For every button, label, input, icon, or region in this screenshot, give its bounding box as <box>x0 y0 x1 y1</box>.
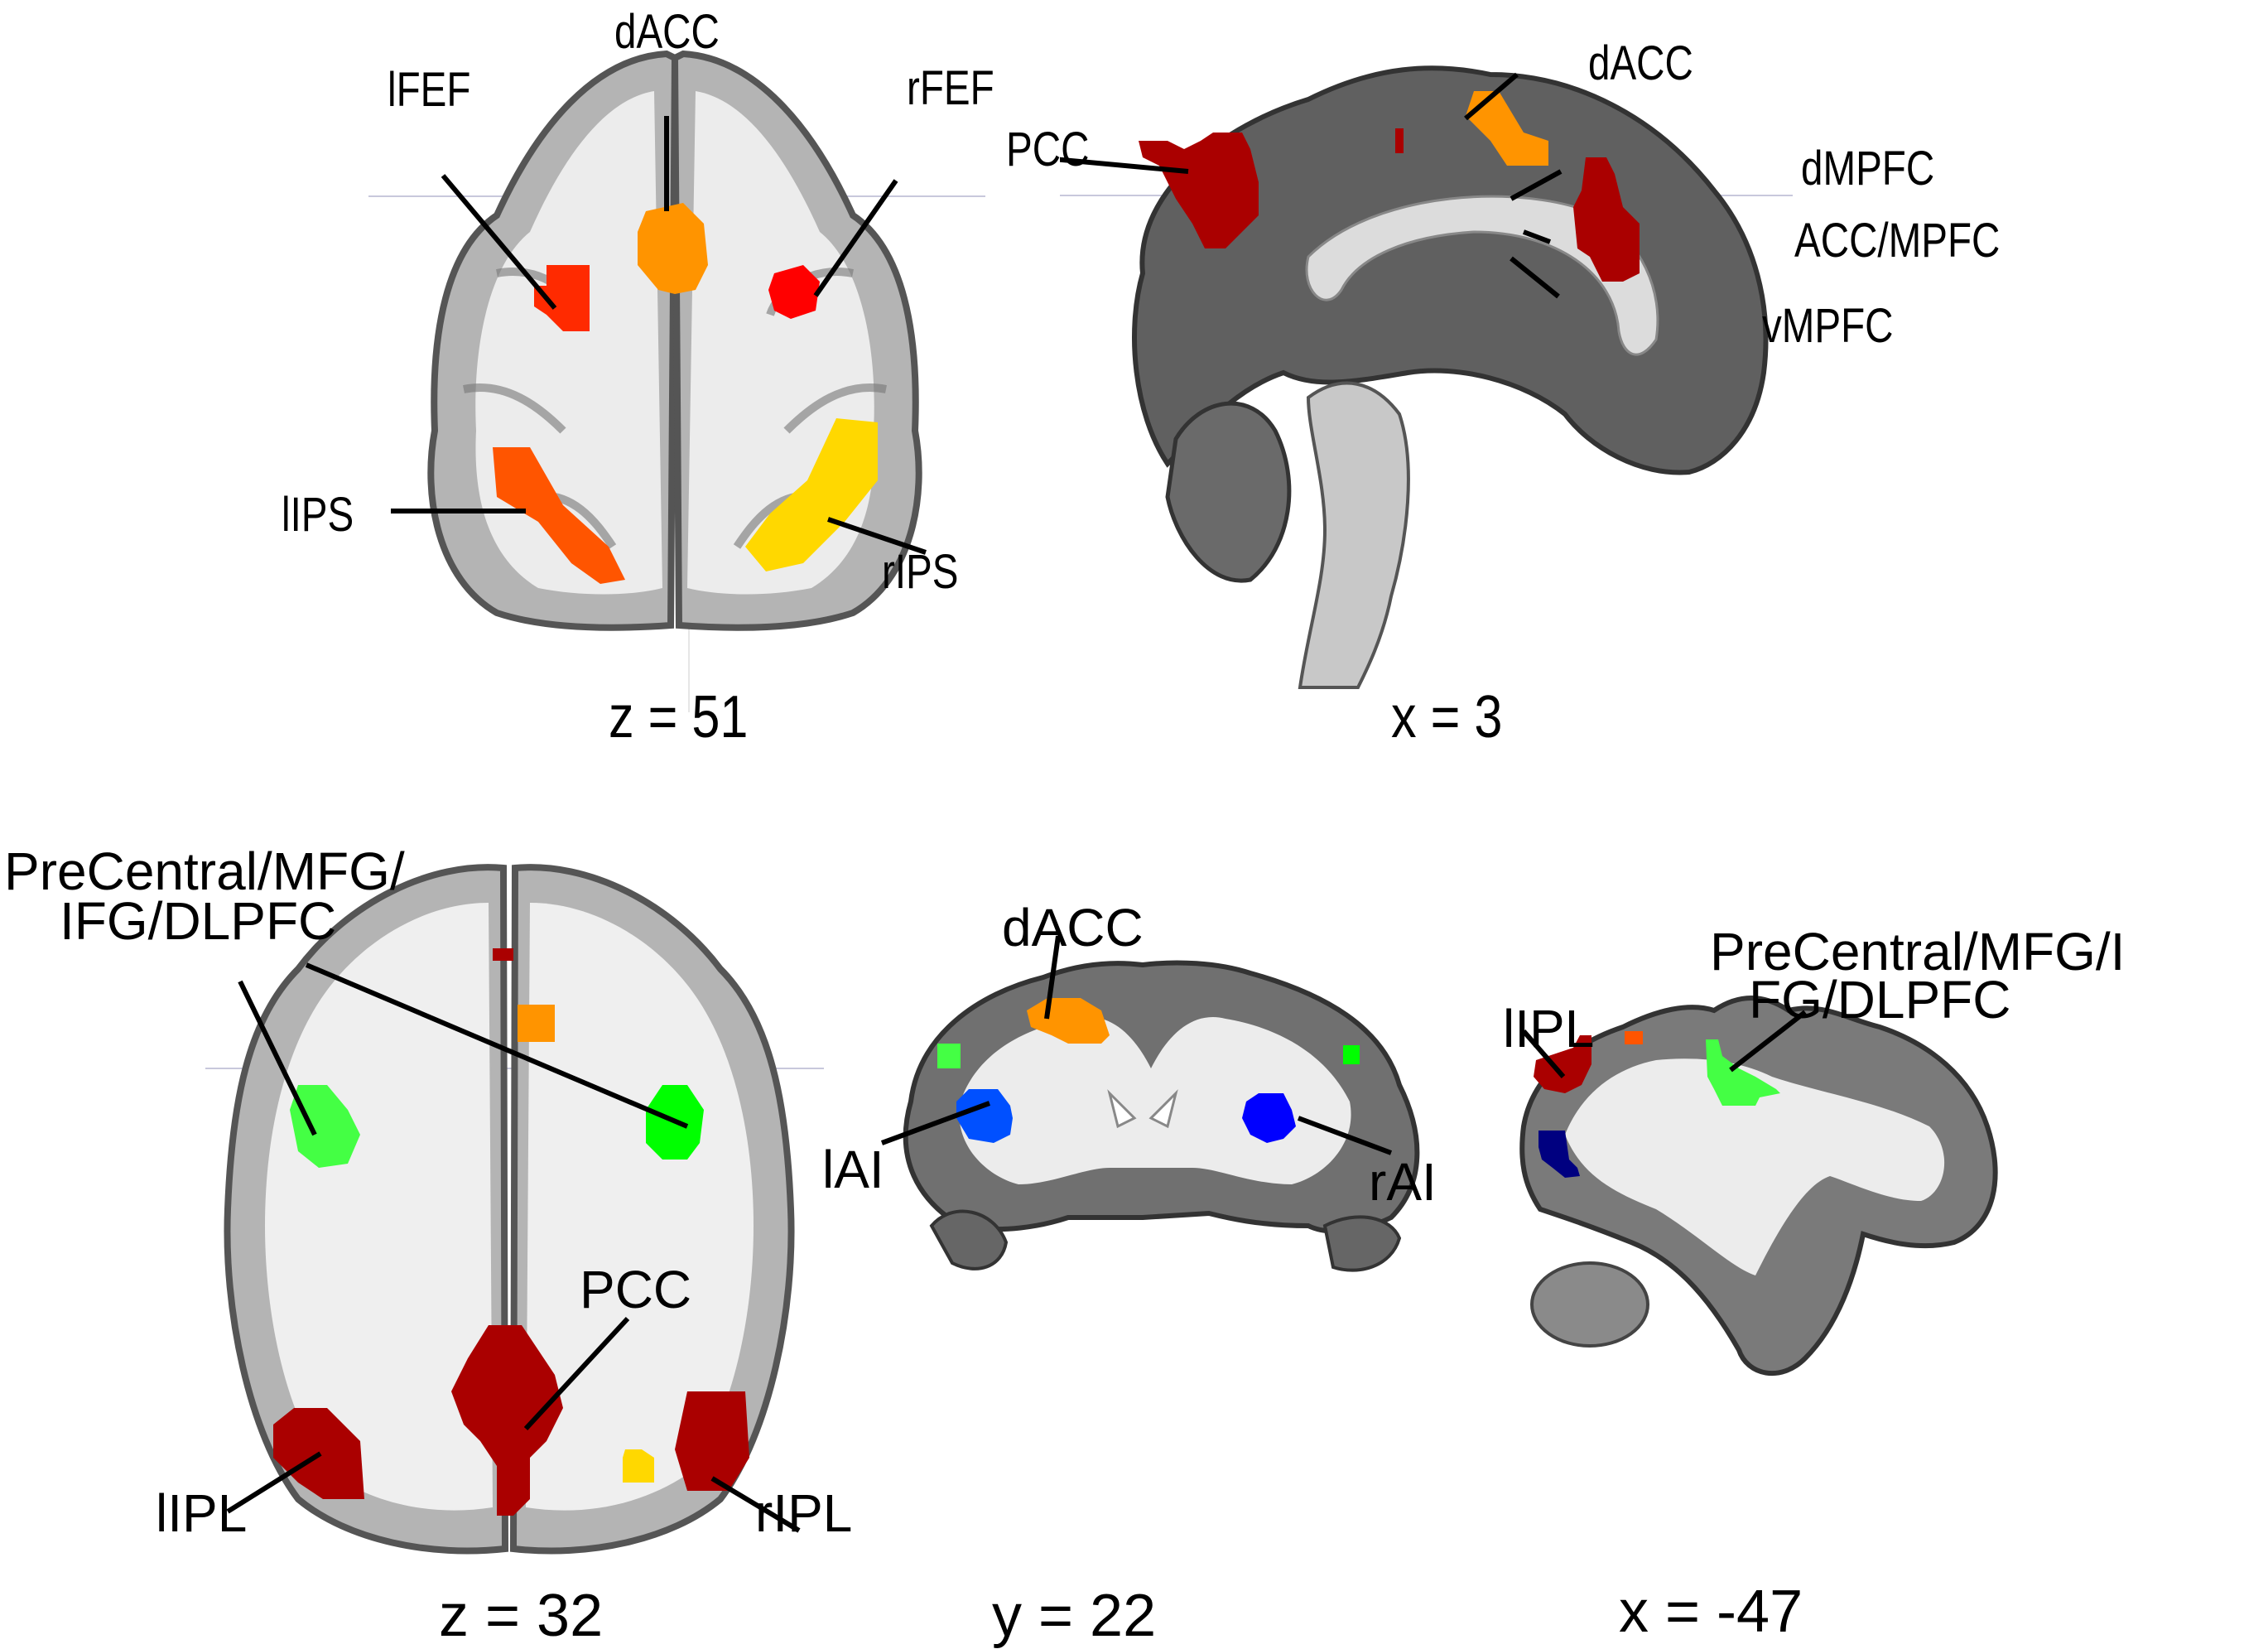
brain-axial-z32-image <box>205 864 824 1555</box>
label-vMPFC: vMPFC <box>1762 299 1894 353</box>
panel-sagittal-x3: dACC PCC dMPFC ACC/MPFC vMPFC x = 3 <box>1006 0 2268 762</box>
label-rIPL: rIPL <box>755 1483 853 1543</box>
brain-sagittal-x-47-image <box>1519 996 1998 1376</box>
brain-sagittal-x3-image <box>1060 65 1793 689</box>
region-yellow <box>623 1449 654 1483</box>
region-dMPFC-ACC-vMPFC <box>1573 157 1640 282</box>
label-lAI: lAI <box>822 1140 884 1199</box>
brain-axial-z51-image <box>368 50 985 712</box>
panel-sagittal-x-47: lIPL PreCentral/MFG/I FG/DLPFC x = -47 <box>1490 911 2268 1647</box>
label-PCC: PCC <box>1006 123 1090 176</box>
region-rIPS <box>745 418 878 571</box>
region-dACC <box>638 203 708 294</box>
coordinate-label: x = -47 <box>1619 1579 1803 1645</box>
region-rFEF <box>768 265 820 319</box>
label-PreCentral-MFG-line1: PreCentral/MFG/ <box>4 841 405 901</box>
brain-coronal-y22-image <box>880 935 1420 1272</box>
region-rAI <box>1242 1093 1296 1143</box>
region-lAI <box>956 1089 1013 1143</box>
label-dACC: dACC <box>1002 898 1144 957</box>
region-dACC <box>518 1005 555 1042</box>
label-lFEF: lFEF <box>388 63 471 117</box>
region-lDLPFC <box>290 1085 360 1168</box>
coordinate-label: x = 3 <box>1391 684 1503 750</box>
label-rIPS: rIPS <box>882 545 959 599</box>
label-dMPFC: dMPFC <box>1801 142 1935 195</box>
label-PreCentral-MFG-line2: FG/DLPFC <box>1749 970 2011 1029</box>
coordinate-label: z = 51 <box>609 684 749 750</box>
panel-axial-z32: PreCentral/MFG/ IFG/DLPFC PCC lIPL rIPL … <box>0 812 861 1647</box>
label-lIPS: lIPS <box>282 488 354 542</box>
region-dACC <box>1466 91 1548 166</box>
label-rFEF: rFEF <box>907 61 994 115</box>
region-blue <box>1538 1131 1580 1178</box>
coordinate-label: y = 22 <box>992 1583 1157 1649</box>
label-dACC: dACC <box>1588 36 1693 90</box>
label-PCC: PCC <box>580 1260 692 1319</box>
label-PreCentral-MFG-line2: IFG/DLPFC <box>60 891 337 951</box>
region-rIPL <box>675 1391 749 1491</box>
region-PCC <box>451 1325 563 1516</box>
region-lFEF <box>534 265 590 331</box>
label-dACC: dACC <box>614 5 720 59</box>
label-ACC-MPFC: ACC/MPFC <box>1794 214 2001 268</box>
region-PCC <box>1139 133 1259 248</box>
region-lDLPFC <box>1706 1039 1780 1106</box>
label-lIPL: lIPL <box>156 1483 248 1543</box>
coordinate-label: z = 32 <box>439 1583 604 1649</box>
label-PreCentral-MFG-line1: PreCentral/MFG/I <box>1710 922 2126 981</box>
region-frontal-orange <box>1625 1031 1643 1044</box>
region-frontal-red <box>493 948 513 961</box>
region-lIPL <box>1534 1035 1591 1093</box>
label-rAI: rAI <box>1369 1152 1437 1212</box>
region-rDLPFC <box>1343 1045 1360 1064</box>
region-lDLPFC <box>937 1044 961 1068</box>
panel-axial-z51: dACC lFEF rFEF lIPS rIPS z = 51 <box>0 0 1076 762</box>
label-lIPL: lIPL <box>1503 999 1595 1058</box>
panel-coronal-y22: dACC lAI rAI y = 22 <box>822 870 1490 1649</box>
region-lIPS <box>493 447 625 584</box>
